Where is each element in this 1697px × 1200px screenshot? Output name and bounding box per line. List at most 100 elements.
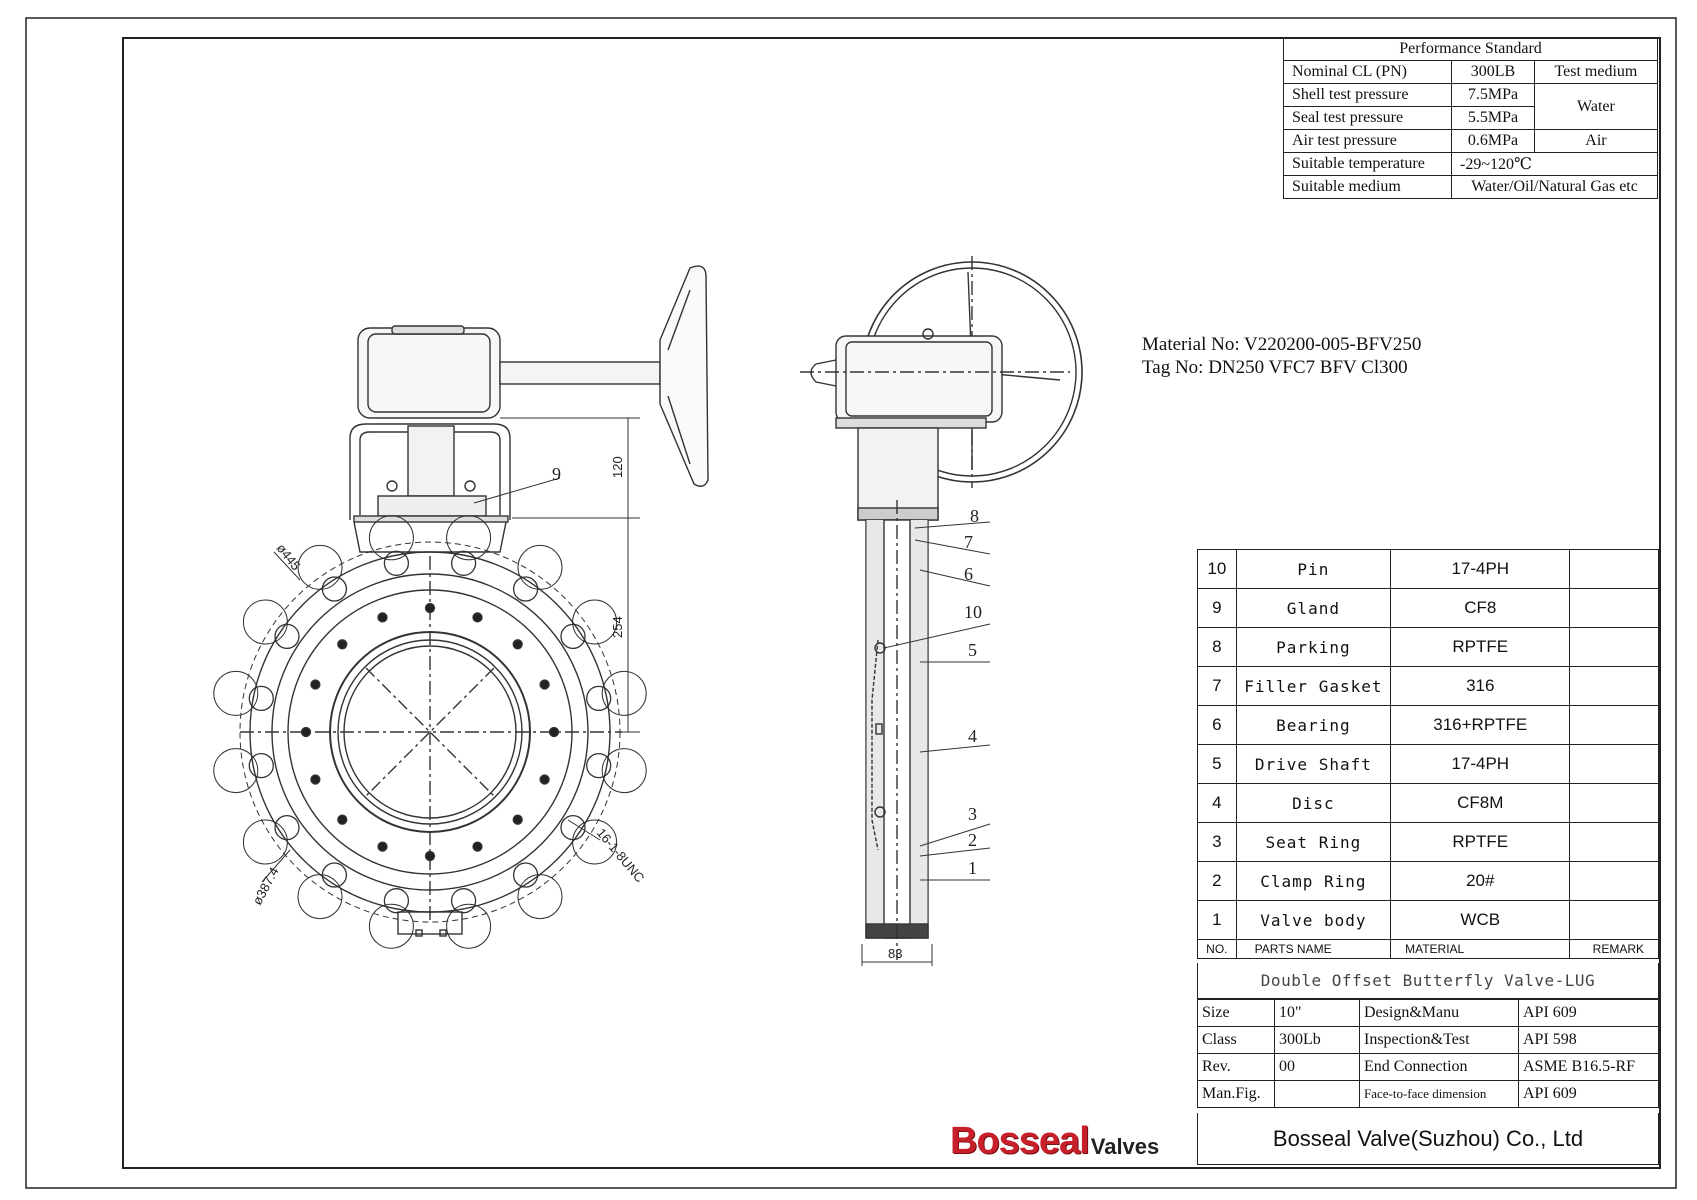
lug-outline bbox=[242, 819, 288, 865]
lug-outline bbox=[601, 670, 647, 716]
part-no: 3 bbox=[1197, 822, 1237, 862]
part-remark bbox=[1569, 900, 1659, 940]
part-no: 5 bbox=[1197, 744, 1237, 784]
end-label: End Connection bbox=[1359, 1053, 1519, 1081]
inspection-label: Inspection&Test bbox=[1359, 1026, 1519, 1054]
part-name: Valve body bbox=[1235, 900, 1392, 940]
lug-outline bbox=[297, 544, 343, 590]
test-medium-label: Test medium bbox=[1533, 60, 1659, 84]
part-material: 17-4PH bbox=[1390, 549, 1571, 589]
flange-hole bbox=[337, 814, 348, 825]
rev-value: 00 bbox=[1274, 1053, 1360, 1081]
part-no: 9 bbox=[1197, 588, 1237, 628]
part-remark bbox=[1569, 861, 1659, 901]
part-material: 20# bbox=[1390, 861, 1571, 901]
part-no: 1 bbox=[1197, 900, 1237, 940]
medium-label: Suitable medium bbox=[1282, 175, 1453, 199]
callout-2: 2 bbox=[968, 830, 977, 850]
header-parts-name: PARTS NAME bbox=[1235, 939, 1392, 959]
lug-bolt-hole bbox=[383, 888, 410, 914]
manfig-label: Man.Fig. bbox=[1197, 1080, 1275, 1108]
callout-10: 10 bbox=[964, 602, 982, 622]
f2f-label: Face-to-face dimension bbox=[1359, 1080, 1519, 1108]
callout-8: 8 bbox=[970, 506, 979, 526]
flange-hole bbox=[310, 774, 321, 785]
flange-hole bbox=[300, 726, 312, 738]
flange-hole bbox=[539, 774, 550, 785]
flange-hole bbox=[512, 814, 523, 825]
lug-outline bbox=[517, 544, 563, 590]
lug-bolt-hole bbox=[586, 685, 612, 712]
lug-outline bbox=[446, 515, 492, 561]
lug-outline bbox=[242, 599, 288, 645]
lug-outline bbox=[517, 874, 563, 920]
size-value: 10" bbox=[1274, 999, 1360, 1027]
part-no: 6 bbox=[1197, 705, 1237, 745]
size-label: Size bbox=[1197, 999, 1275, 1027]
callout-9: 9 bbox=[552, 464, 561, 484]
dim-bolts: 16-1-8UNC bbox=[594, 825, 648, 885]
shell-value: 7.5MPa bbox=[1451, 83, 1535, 107]
lug-outline bbox=[213, 748, 259, 794]
lug-bolt-hole bbox=[450, 550, 477, 576]
side-leaders bbox=[861, 521, 991, 966]
part-name: Bearing bbox=[1235, 705, 1392, 745]
part-name: Parking bbox=[1235, 627, 1392, 667]
flange-hole bbox=[377, 841, 388, 852]
part-material: RPTFE bbox=[1390, 627, 1571, 667]
front-dimensions bbox=[261, 417, 640, 883]
perf-title: Performance Standard bbox=[1283, 37, 1658, 61]
part-name: Gland bbox=[1235, 588, 1392, 628]
dim-83: 83 bbox=[888, 946, 902, 961]
lug-outline bbox=[572, 599, 618, 645]
dim-120: 120 bbox=[610, 456, 625, 478]
spec-table: Size 10" Design&Manu API 609 Class 300Lb… bbox=[1197, 999, 1659, 1108]
callout-5: 5 bbox=[968, 640, 977, 660]
lug-outline bbox=[297, 874, 343, 920]
part-remark bbox=[1569, 705, 1659, 745]
part-material: 316 bbox=[1390, 666, 1571, 706]
flange-hole bbox=[310, 679, 321, 690]
nominal-label: Nominal CL (PN) bbox=[1282, 60, 1453, 84]
lug-outline bbox=[446, 903, 492, 949]
callout-1: 1 bbox=[968, 858, 977, 878]
part-material: WCB bbox=[1390, 900, 1571, 940]
lug-bolt-hole bbox=[586, 752, 612, 779]
end-value: ASME B16.5-RF bbox=[1518, 1053, 1659, 1081]
flange-hole bbox=[424, 602, 436, 614]
material-no: Material No: V220200-005-BFV250 bbox=[1142, 334, 1422, 355]
lug-outline bbox=[213, 670, 259, 716]
flange-hole bbox=[512, 639, 523, 650]
flange-hole bbox=[337, 639, 348, 650]
outer-border bbox=[25, 17, 1677, 1189]
part-no: 2 bbox=[1197, 861, 1237, 901]
part-remark bbox=[1569, 744, 1659, 784]
lug-bolt-hole bbox=[450, 888, 477, 914]
design-value: API 609 bbox=[1518, 999, 1659, 1027]
flange-hole bbox=[548, 726, 560, 738]
part-no: 7 bbox=[1197, 666, 1237, 706]
air-label: Air test pressure bbox=[1282, 129, 1453, 153]
design-label: Design&Manu bbox=[1359, 999, 1519, 1027]
nominal-value: 300LB bbox=[1451, 60, 1535, 84]
lug-bolt-hole bbox=[248, 685, 274, 712]
dim-387: ø387.4 bbox=[249, 865, 281, 908]
bolt-holes bbox=[213, 515, 647, 949]
logo-brand: Bosseal bbox=[950, 1120, 1090, 1162]
company-name: Bosseal Valve(Suzhou) Co., Ltd bbox=[1197, 1113, 1659, 1165]
callout-6: 6 bbox=[964, 564, 973, 584]
lug-outline bbox=[368, 515, 414, 561]
lug-outline bbox=[368, 903, 414, 949]
header-remark: REMARK bbox=[1569, 939, 1659, 959]
water-medium: Water bbox=[1533, 83, 1659, 130]
part-remark bbox=[1569, 783, 1659, 823]
part-material: 316+RPTFE bbox=[1390, 705, 1571, 745]
part-material: CF8M bbox=[1390, 783, 1571, 823]
inspection-value: API 598 bbox=[1518, 1026, 1659, 1054]
rev-label: Rev. bbox=[1197, 1053, 1275, 1081]
